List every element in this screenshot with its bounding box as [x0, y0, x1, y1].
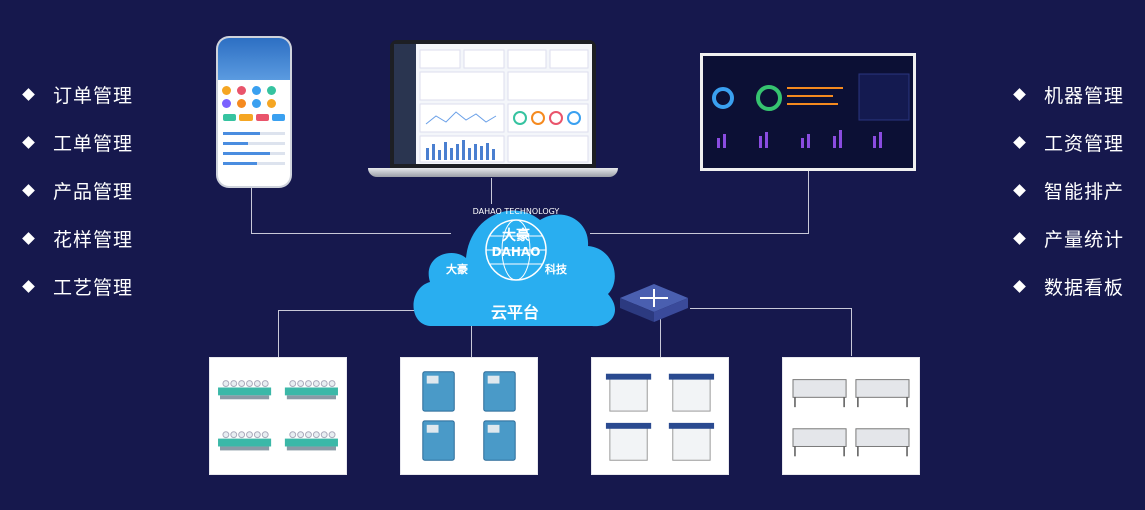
- connector-line: [491, 178, 492, 204]
- right-item: 工资管理: [1013, 118, 1124, 166]
- sock-machine-icon: [422, 371, 516, 461]
- right-item: 智能排产: [1013, 166, 1124, 214]
- cloud-icon: DAHAO TECHNOLOGY DAHAO 大豪: [413, 207, 616, 327]
- connector-line: [251, 233, 451, 234]
- flat-knitting-machine-box: [782, 357, 920, 475]
- flat-knitting-machine-icon: [792, 379, 910, 447]
- embroidery-machine-box: [209, 357, 347, 475]
- right-item: 产量统计: [1013, 214, 1124, 262]
- diamond-bullet-icon: [1013, 279, 1026, 293]
- diamond-bullet-icon: [1013, 231, 1026, 245]
- left-item: 花样管理: [22, 214, 133, 262]
- connector-line: [690, 308, 851, 309]
- diamond-bullet-icon: [22, 87, 35, 101]
- diamond-bullet-icon: [22, 135, 35, 149]
- logo-center-text: DAHAO: [492, 245, 541, 259]
- router-icon: [620, 284, 688, 322]
- diamond-bullet-icon: [1013, 135, 1026, 149]
- right-feature-list: 机器管理 工资管理 智能排产 产量统计 数据看板: [1013, 70, 1124, 310]
- left-feature-list: 订单管理 工单管理 产品管理 花样管理 工艺管理: [22, 70, 133, 310]
- knitting-machine-icon: [605, 373, 715, 461]
- right-item: 数据看板: [1013, 262, 1124, 310]
- connector-line: [471, 318, 472, 358]
- right-item: 机器管理: [1013, 70, 1124, 118]
- diamond-bullet-icon: [22, 279, 35, 293]
- left-item: 订单管理: [22, 70, 133, 118]
- left-item: 工单管理: [22, 118, 133, 166]
- connector-line: [808, 171, 809, 233]
- embroidery-machine-icon: [218, 380, 338, 451]
- connector-line: [278, 310, 428, 311]
- diamond-bullet-icon: [22, 183, 35, 197]
- logo-left-text: 大豪: [446, 263, 468, 276]
- knitting-machine-box: [591, 357, 729, 475]
- diamond-bullet-icon: [1013, 87, 1026, 101]
- logo-arc-text: DAHAO TECHNOLOGY: [473, 207, 560, 216]
- diamond-bullet-icon: [1013, 183, 1026, 197]
- laptop-base: [368, 168, 618, 177]
- left-item: 产品管理: [22, 166, 133, 214]
- left-item: 工艺管理: [22, 262, 133, 310]
- dashboard-screen: [700, 53, 916, 171]
- connector-line: [278, 310, 279, 358]
- laptop-device: [390, 40, 596, 168]
- logo-script: 大豪: [502, 227, 530, 244]
- sock-machine-box: [400, 357, 538, 475]
- connector-line: [851, 308, 852, 356]
- diamond-bullet-icon: [22, 231, 35, 245]
- connector-line: [251, 186, 252, 234]
- cloud-label: 云平台: [490, 303, 539, 322]
- logo-right-text: 科技: [545, 263, 567, 276]
- connector-line: [660, 318, 661, 358]
- connector-line: [590, 233, 809, 234]
- phone-device: [218, 38, 290, 186]
